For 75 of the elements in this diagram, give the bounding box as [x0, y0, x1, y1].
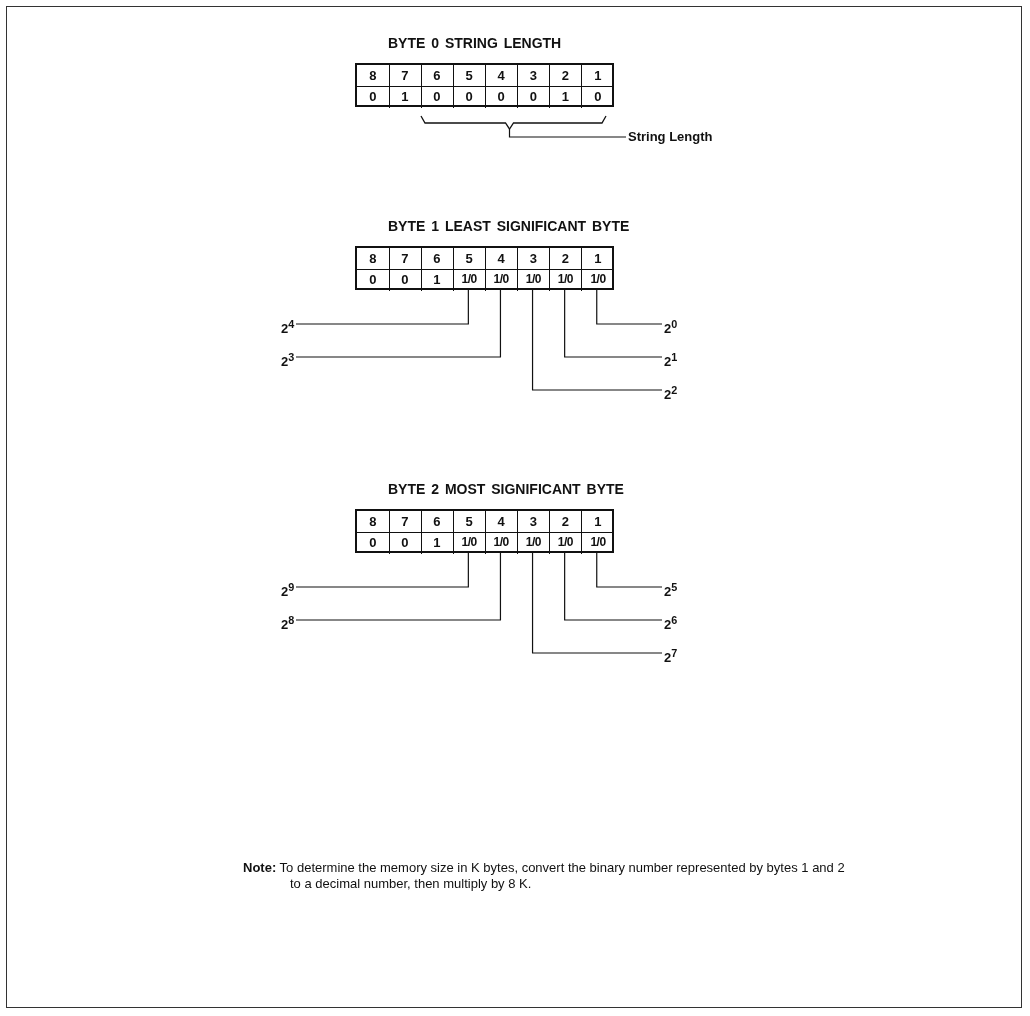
bracket: [420, 115, 607, 131]
leader-line: [295, 289, 469, 325]
leader-line: [295, 552, 502, 621]
leader-line: [531, 552, 663, 654]
bit-value-cell: 1/0: [453, 532, 486, 554]
bit-number-cell: 2: [549, 65, 583, 87]
bit-weight-label: 2$^{9}$: [281, 579, 295, 601]
bit-value-cell: 1: [421, 532, 454, 554]
bit-number-cell: 3: [517, 248, 551, 270]
bit-weight-label: 2$^{4}$: [281, 316, 295, 338]
bit-value-cell: 0: [357, 86, 390, 108]
bit-number-cell: 3: [517, 65, 551, 87]
bit-number-cell: 1: [581, 65, 615, 87]
bit-number-cell: 7: [389, 65, 422, 87]
bit-weight-label: 2$^{7}$: [664, 645, 678, 667]
bit-number-cell: 5: [453, 65, 486, 87]
bit-number-cell: 6: [421, 65, 454, 87]
leader-line: [295, 289, 502, 358]
bit-number-cell: 4: [485, 65, 518, 87]
bit-weight-label: 2$^{6}$: [664, 612, 678, 634]
bit-weight-label: 2$^{3}$: [281, 349, 295, 371]
bit-number-cell: 8: [357, 65, 390, 87]
bit-value-cell: 1/0: [485, 269, 518, 291]
bit-number-cell: 7: [389, 511, 422, 533]
bit-number-cell: 8: [357, 248, 390, 270]
bit-number-cell: 7: [389, 248, 422, 270]
bit-number-cell: 4: [485, 248, 518, 270]
bit-value-cell: 1/0: [549, 269, 583, 291]
bit-number-cell: 1: [581, 511, 615, 533]
leader-line: [295, 552, 469, 588]
leader-line: [596, 552, 663, 588]
bit-number-cell: 3: [517, 511, 551, 533]
bit-value-cell: 1: [421, 269, 454, 291]
bit-value-cell: 0: [389, 269, 422, 291]
bit-weight-label: 2$^{5}$: [664, 579, 678, 601]
bit-number-cell: 2: [549, 248, 583, 270]
bit-number-cell: 6: [421, 248, 454, 270]
bit-number-cell: 4: [485, 511, 518, 533]
field-label: String Length: [628, 129, 713, 145]
bit-value-cell: 0: [357, 269, 390, 291]
bit-number-cell: 5: [453, 511, 486, 533]
leader-line: [564, 552, 663, 621]
bit-value-cell: 1/0: [453, 269, 486, 291]
bit-value-cell: 1/0: [517, 532, 551, 554]
bit-value-cell: 0: [581, 86, 615, 108]
bit-value-cell: 1/0: [549, 532, 583, 554]
bit-value-cell: 0: [357, 532, 390, 554]
bit-number-cell: 2: [549, 511, 583, 533]
bit-weight-label: 2$^{8}$: [281, 612, 295, 634]
bit-value-cell: 0: [453, 86, 486, 108]
bit-number-cell: 6: [421, 511, 454, 533]
bit-value-cell: 1/0: [517, 269, 551, 291]
bit-weight-label: 2$^{0}$: [664, 316, 678, 338]
byte-heading: BYTE 0 STRING LENGTH: [388, 35, 562, 51]
byte-heading: BYTE 2 MOST SIGNIFICANT BYTE: [388, 481, 624, 497]
bit-number-cell: 8: [357, 511, 390, 533]
bit-value-cell: 1/0: [581, 269, 615, 291]
bit-value-cell: 1/0: [581, 532, 615, 554]
bit-weight-label: 2$^{2}$: [664, 382, 678, 404]
leader-line: [531, 289, 663, 391]
bit-number-cell: 5: [453, 248, 486, 270]
leader-line: [508, 128, 627, 138]
bit-value-cell: 0: [485, 86, 518, 108]
leader-line: [564, 289, 663, 358]
note-text: Note: To determine the memory size in K bytes, convert the binary number represented by bytes 1 and 2 to a decimal number, then multiply by 8 K.: [243, 860, 846, 892]
bit-number-cell: 1: [581, 248, 615, 270]
bit-value-cell: 1/0: [485, 532, 518, 554]
byte-heading: BYTE 1 LEAST SIGNIFICANT BYTE: [388, 218, 630, 234]
bit-value-cell: 1: [549, 86, 583, 108]
leader-line: [596, 289, 663, 325]
bit-value-cell: 0: [389, 532, 422, 554]
bit-value-cell: 0: [517, 86, 551, 108]
bit-value-cell: 1: [389, 86, 422, 108]
bit-weight-label: 2$^{1}$: [664, 349, 678, 371]
bit-value-cell: 0: [421, 86, 454, 108]
